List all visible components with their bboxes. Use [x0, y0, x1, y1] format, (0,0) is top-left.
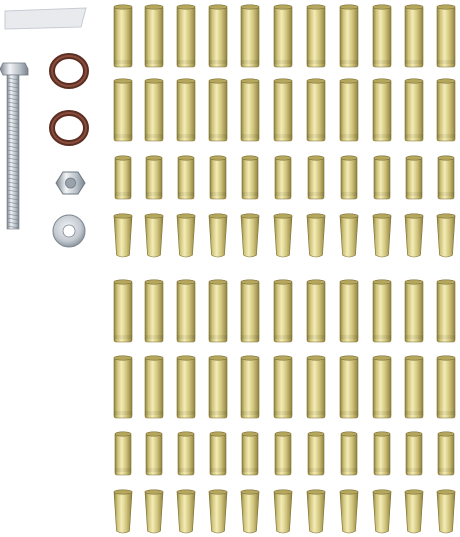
- long-sleeve: [436, 4, 456, 68]
- tapered-sleeve: [240, 213, 260, 258]
- long-sleeve: [372, 355, 392, 419]
- tapered-sleeve: [144, 489, 164, 534]
- brass-sleeve-grid: [113, 4, 456, 534]
- tapered-sleeve: [306, 489, 326, 534]
- short-sleeve: [241, 155, 259, 200]
- tapered-sleeve: [240, 489, 260, 534]
- plastic-strip: [4, 7, 87, 30]
- o-ring: [49, 110, 89, 146]
- short-sleeve: [241, 431, 259, 476]
- long-sleeve: [273, 355, 293, 419]
- short-sleeve: [340, 155, 358, 200]
- long-sleeve: [176, 4, 196, 68]
- long-sleeve: [372, 279, 392, 343]
- short-sleeve: [307, 431, 325, 476]
- long-sleeve: [436, 355, 456, 419]
- long-sleeve: [339, 279, 359, 343]
- tapered-sleeve: [113, 489, 133, 534]
- long-sleeve: [240, 4, 260, 68]
- tapered-sleeve: [176, 489, 196, 534]
- short-sleeve: [437, 431, 455, 476]
- short-sleeve: [145, 155, 163, 200]
- short-sleeve: [373, 431, 391, 476]
- short-sleeve: [145, 431, 163, 476]
- long-sleeve: [339, 355, 359, 419]
- long-sleeve: [176, 355, 196, 419]
- long-sleeve: [273, 4, 293, 68]
- tapered-sleeve: [113, 213, 133, 258]
- long-sleeve: [144, 4, 164, 68]
- flat-washer: [52, 214, 86, 248]
- long-sleeve: [339, 4, 359, 68]
- tapered-sleeve: [404, 213, 424, 258]
- tapered-sleeve: [372, 213, 392, 258]
- tapered-sleeve: [436, 213, 456, 258]
- short-sleeve: [114, 431, 132, 476]
- long-sleeve: [306, 78, 326, 142]
- short-sleeve: [340, 431, 358, 476]
- short-sleeve: [114, 155, 132, 200]
- short-sleeve: [405, 431, 423, 476]
- tapered-sleeve: [404, 489, 424, 534]
- short-sleeve: [177, 155, 195, 200]
- long-sleeve: [113, 355, 133, 419]
- long-sleeve: [144, 78, 164, 142]
- long-sleeve: [273, 78, 293, 142]
- hardware-parts: [0, 7, 89, 248]
- hex-bolt: [0, 62, 29, 230]
- short-sleeve: [307, 155, 325, 200]
- long-sleeve: [436, 78, 456, 142]
- long-sleeve: [404, 355, 424, 419]
- short-sleeve: [274, 155, 292, 200]
- long-sleeve: [404, 4, 424, 68]
- long-sleeve: [240, 279, 260, 343]
- long-sleeve: [306, 355, 326, 419]
- short-sleeve: [209, 155, 227, 200]
- tapered-sleeve: [144, 213, 164, 258]
- short-sleeve: [373, 155, 391, 200]
- long-sleeve: [436, 279, 456, 343]
- tapered-sleeve: [436, 489, 456, 534]
- hex-nut: [55, 171, 86, 195]
- tapered-sleeve: [339, 489, 359, 534]
- long-sleeve: [306, 279, 326, 343]
- tapered-sleeve: [176, 213, 196, 258]
- tapered-sleeve: [339, 213, 359, 258]
- short-sleeve: [437, 155, 455, 200]
- tapered-sleeve: [273, 489, 293, 534]
- long-sleeve: [208, 4, 228, 68]
- long-sleeve: [144, 355, 164, 419]
- long-sleeve: [273, 279, 293, 343]
- short-sleeve: [209, 431, 227, 476]
- long-sleeve: [176, 279, 196, 343]
- long-sleeve: [208, 78, 228, 142]
- long-sleeve: [306, 4, 326, 68]
- tapered-sleeve: [273, 213, 293, 258]
- long-sleeve: [339, 78, 359, 142]
- long-sleeve: [240, 355, 260, 419]
- long-sleeve: [176, 78, 196, 142]
- tapered-sleeve: [372, 489, 392, 534]
- long-sleeve: [372, 78, 392, 142]
- long-sleeve: [404, 78, 424, 142]
- short-sleeve: [405, 155, 423, 200]
- tapered-sleeve: [306, 213, 326, 258]
- tapered-sleeve: [208, 213, 228, 258]
- tapered-sleeve: [208, 489, 228, 534]
- long-sleeve: [208, 279, 228, 343]
- long-sleeve: [144, 279, 164, 343]
- o-ring: [49, 53, 89, 89]
- long-sleeve: [208, 355, 228, 419]
- short-sleeve: [274, 431, 292, 476]
- long-sleeve: [113, 78, 133, 142]
- long-sleeve: [372, 4, 392, 68]
- long-sleeve: [404, 279, 424, 343]
- long-sleeve: [113, 279, 133, 343]
- short-sleeve: [177, 431, 195, 476]
- long-sleeve: [240, 78, 260, 142]
- long-sleeve: [113, 4, 133, 68]
